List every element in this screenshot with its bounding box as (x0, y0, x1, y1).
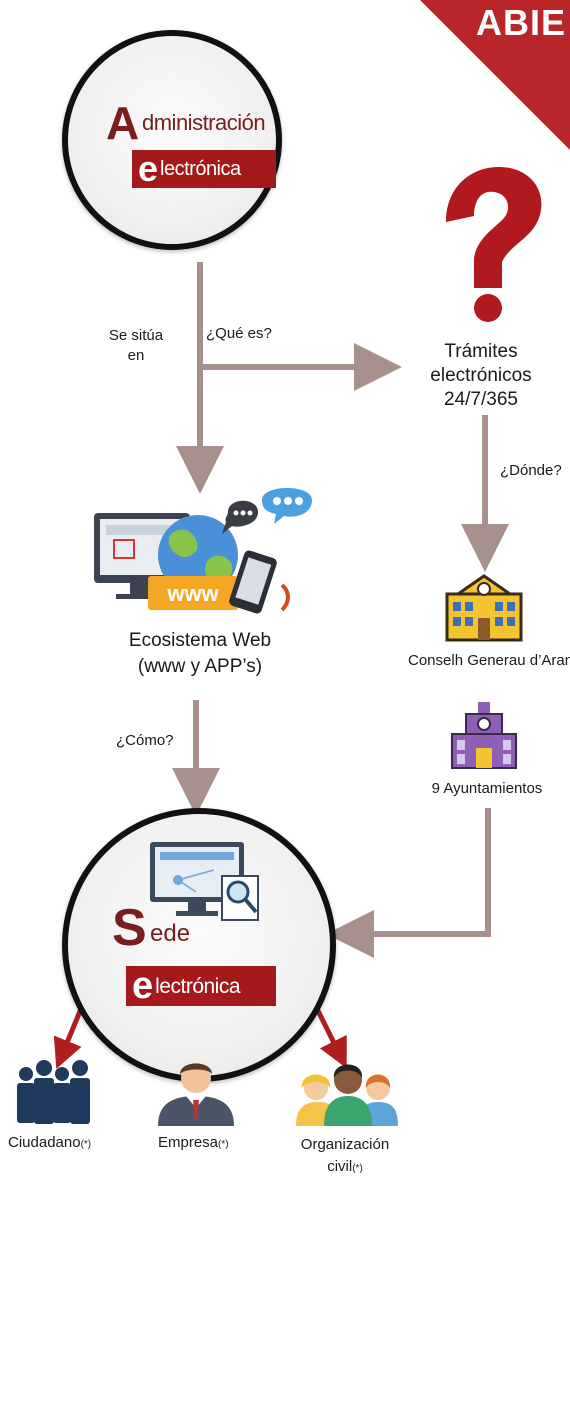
ecosistema-line1: Ecosistema Web (128, 630, 272, 651)
edge-label-se-situa: Se sitúa en (104, 326, 168, 366)
administracion-electronica-circle (62, 30, 282, 250)
edge-label-se-situa-line2: en (127, 347, 145, 364)
corner-banner-text: ABIE (475, 2, 566, 43)
electronica-initial-bottom: e (132, 965, 154, 1007)
electronica-initial-top: e (138, 148, 159, 189)
edge-label-se-situa-line1: Se sitúa (108, 327, 164, 344)
electronica-box-bottom: e lectrónica (126, 966, 276, 1006)
organizacion-label-line2: civil (327, 1158, 353, 1175)
edge-label-que-es: ¿Qué es? (206, 325, 272, 342)
sede-word: ede (150, 920, 191, 947)
empresa-label: Empresa (158, 1134, 219, 1151)
ciudadano-label: Ciudadano (8, 1134, 81, 1151)
administracion-word: dministración (142, 110, 266, 135)
ecosistema-node: Ecosistema Web (www y APP’s) (110, 628, 290, 680)
edge-label-donde: ¿Dónde? (500, 462, 562, 479)
ayuntamientos-node: 9 Ayuntamientos (431, 780, 543, 797)
ecosistema-line2: (www y APP’s) (137, 656, 263, 677)
empresa-footnote-mark: (*) (218, 1139, 229, 1150)
electronica-word-bottom: lectrónica (155, 974, 241, 998)
organizacion-label-line1: Organización (300, 1136, 390, 1153)
ciudadano-footnote-mark: (*) (80, 1139, 92, 1150)
corner-banner (420, 0, 570, 150)
tramites-line2: 24/7/365 (444, 389, 518, 410)
organizacion-node: Organización civil(*) (290, 1134, 400, 1180)
sede-initial: S (112, 899, 147, 957)
administracion-initial: A (106, 97, 140, 149)
tramites-node: Trámites electrónicos 24/7/365 (392, 340, 570, 412)
organizacion-footnote-mark: (*) (352, 1163, 363, 1174)
electronica-word-top: lectrónica (160, 158, 241, 180)
www-banner-text: www (166, 581, 219, 606)
electronica-box-top: e lectrónica (132, 150, 276, 188)
conselh-node: Conselh Generau d’Aran (408, 652, 570, 669)
edge-label-como: ¿Cómo? (116, 732, 174, 749)
ciudadano-node: Ciudadano(*) (8, 1134, 108, 1151)
tramites-line1: Trámites electrónicos (430, 341, 532, 386)
arrow-ayuntamientos-to-sede (326, 808, 491, 958)
empresa-node: Empresa(*) (158, 1134, 248, 1151)
